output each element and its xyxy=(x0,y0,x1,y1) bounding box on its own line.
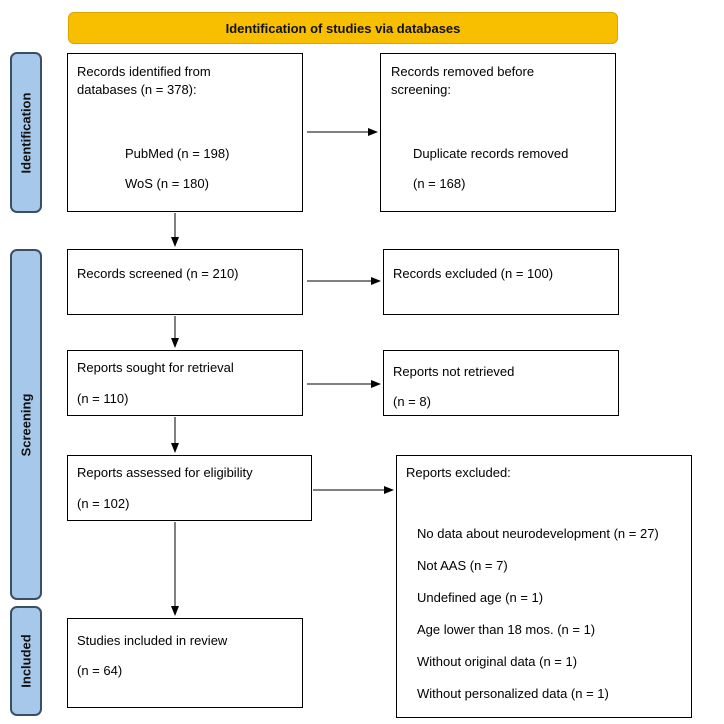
records-excluded-box: Records excluded (n = 100) xyxy=(383,249,619,315)
studies-included-count: (n = 64) xyxy=(77,663,123,678)
records-excluded-label: Records excluded (n = 100) xyxy=(393,266,554,281)
header-title: Identification of studies via databases xyxy=(225,20,461,36)
records-removed-title-1: Records removed before xyxy=(391,64,535,79)
reports-sought-label: Reports sought for retrieval xyxy=(77,360,234,375)
reports-assessed-label: Reports assessed for eligibility xyxy=(77,465,253,480)
reports-assessed-box: Reports assessed for eligibility (n = 10… xyxy=(67,455,312,521)
pubmed-count: PubMed (n = 198) xyxy=(125,146,230,161)
records-screened-label: Records screened (n = 210) xyxy=(77,266,239,281)
reports-excluded-box: Reports excluded: No data about neurodev… xyxy=(396,455,692,718)
reports-not-retrieved-box: Reports not retrieved (n = 8) xyxy=(383,350,619,416)
phase-screening: Screening xyxy=(10,249,42,600)
studies-included-label: Studies included in review xyxy=(77,633,228,648)
reports-sought-count: (n = 110) xyxy=(77,391,129,406)
reports-assessed-count: (n = 102) xyxy=(77,496,130,511)
exclusion-reason: Without personalized data (n = 1) xyxy=(417,686,609,701)
records-screened-box: Records screened (n = 210) xyxy=(67,249,303,315)
records-identified-box: Records identified from databases (n = 3… xyxy=(67,53,303,212)
exclusion-reason: Age lower than 18 mos. (n = 1) xyxy=(417,622,596,637)
reports-not-retrieved-count: (n = 8) xyxy=(393,394,431,409)
records-identified-title-1: Records identified from xyxy=(77,64,211,79)
records-identified-title-2: databases (n = 378): xyxy=(77,82,197,97)
wos-count: WoS (n = 180) xyxy=(125,176,209,191)
reports-not-retrieved-label: Reports not retrieved xyxy=(393,364,515,379)
phase-identification: Identification xyxy=(10,52,42,213)
header-banner: Identification of studies via databases xyxy=(68,12,618,44)
duplicates-label: Duplicate records removed xyxy=(413,146,569,161)
duplicates-count: (n = 168) xyxy=(413,176,466,191)
exclusion-reason: Not AAS (n = 7) xyxy=(417,558,508,573)
reports-sought-box: Reports sought for retrieval (n = 110) xyxy=(67,350,303,416)
records-removed-box: Records removed before screening: Duplic… xyxy=(380,53,616,212)
records-removed-title-2: screening: xyxy=(391,82,451,97)
reports-excluded-title: Reports excluded: xyxy=(406,465,511,480)
phase-included: Included xyxy=(10,606,42,716)
studies-included-box: Studies included in review (n = 64) xyxy=(67,618,303,708)
exclusion-reason: Without original data (n = 1) xyxy=(417,654,578,669)
exclusion-reason: Undefined age (n = 1) xyxy=(417,590,544,605)
exclusion-reason: No data about neurodevelopment (n = 27) xyxy=(417,526,659,541)
